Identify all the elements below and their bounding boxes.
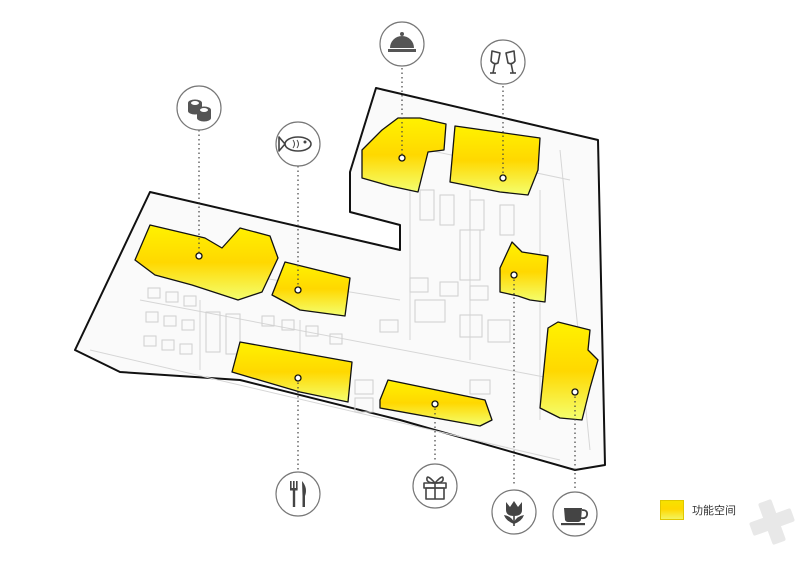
gift-icon bbox=[412, 463, 458, 509]
zone-sushi bbox=[134, 224, 279, 301]
anchor-dots bbox=[195, 154, 579, 408]
fork-knife-icon bbox=[275, 471, 321, 517]
wine-glasses-icon bbox=[480, 39, 526, 85]
fish-icon bbox=[275, 121, 321, 167]
zone-fish bbox=[271, 261, 351, 317]
sushi-icon bbox=[176, 85, 222, 131]
zone-tulip bbox=[499, 241, 549, 303]
cloche-icon bbox=[379, 21, 425, 67]
leader-lines bbox=[198, 68, 576, 488]
legend: 功能空间 bbox=[660, 500, 736, 520]
zone-coffee bbox=[539, 321, 599, 421]
legend-swatch bbox=[660, 500, 684, 520]
tulip-icon bbox=[491, 489, 537, 535]
zone-dining bbox=[231, 341, 353, 403]
watermark-cross bbox=[749, 499, 795, 545]
coffee-cup-icon bbox=[552, 491, 598, 537]
legend-label: 功能空间 bbox=[692, 504, 736, 517]
zone-wine bbox=[449, 125, 541, 196]
